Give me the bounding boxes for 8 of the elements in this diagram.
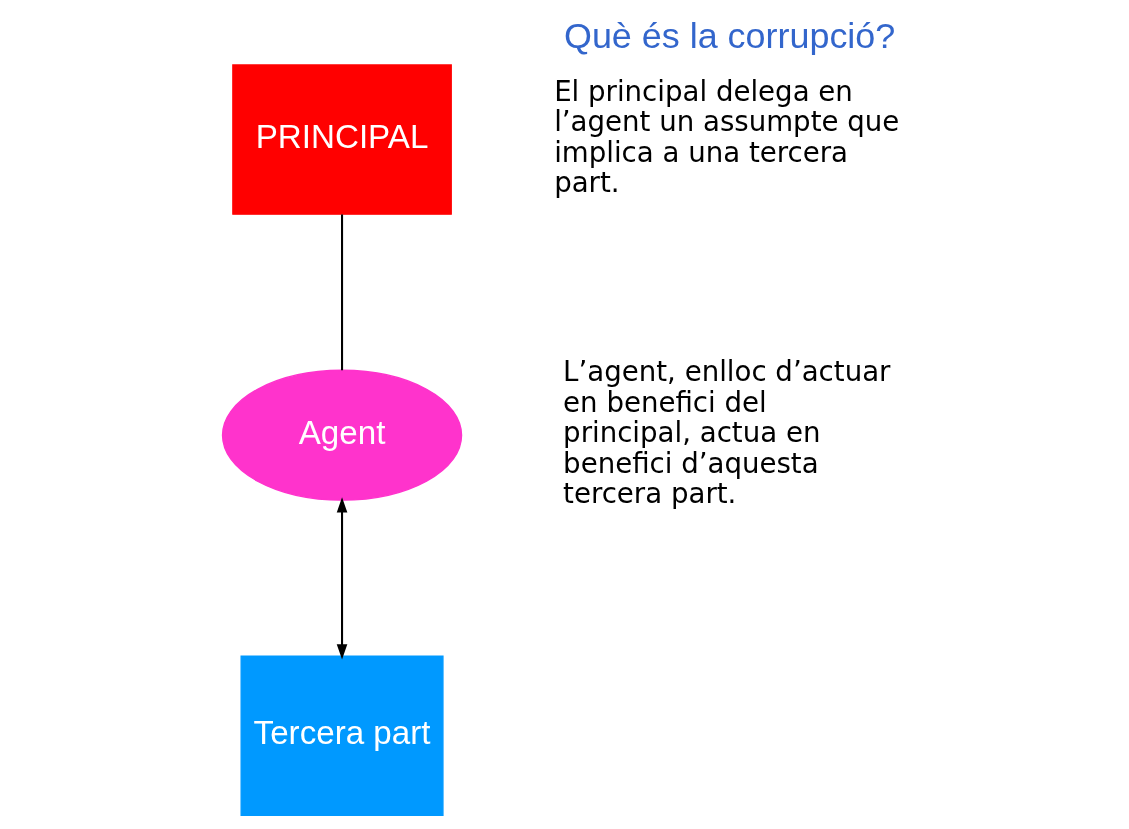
node-box: Tercera part	[240, 655, 444, 816]
connector	[341, 214, 344, 371]
arrow	[336, 497, 348, 660]
node-ellipse: Agent	[221, 369, 463, 501]
diagram-title: Què és la corrupció?	[563, 15, 896, 57]
label: L’agent, enlloc d’actuar en benefici del principal, actua en benefici d’aquesta tercera part.	[563, 355, 891, 510]
label: El principal delega en l’agent un assumpte que implica a una tercera part.	[554, 74, 900, 200]
node-box: PRINCIPAL	[232, 64, 452, 215]
